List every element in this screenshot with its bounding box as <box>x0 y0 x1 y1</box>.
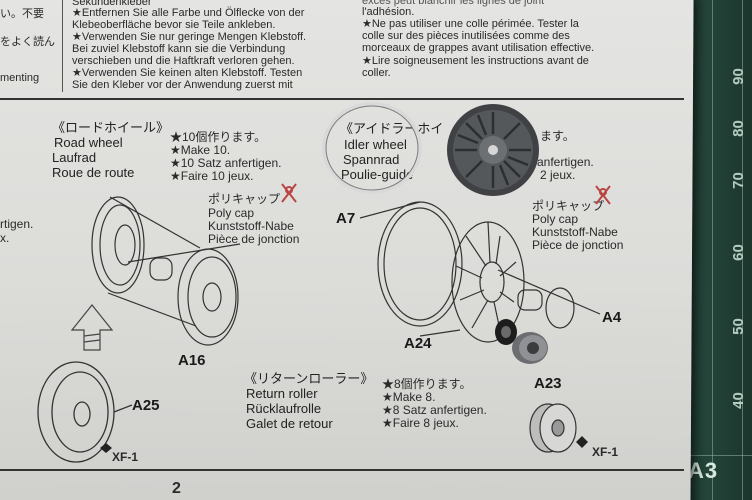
road-wheel-fr: Roue de route <box>52 165 135 180</box>
glue-note-fr: ★Lire soigneusement les instructions ava… <box>362 55 589 67</box>
return-roller-fr: Galet de retour <box>246 416 333 431</box>
return-roller-drawing <box>37 361 133 463</box>
left-fragment: い。不要 <box>0 8 44 20</box>
return-roller-make: ★8 Satz anfertigen. <box>382 403 487 417</box>
glue-note-de: Bei zuviel Klebstoff kann sie die Verbin… <box>72 43 286 55</box>
left-edge-fragment: rtigen. <box>0 217 34 231</box>
part-label-a4: A4 <box>602 309 622 326</box>
small-roller-drawing <box>529 403 577 453</box>
return-roller-make: ★Faire 8 jeux. <box>382 416 459 430</box>
column-rule <box>62 0 63 92</box>
paint-code-left: XF-1 <box>112 450 139 464</box>
idler-wheel-drawing <box>359 201 601 343</box>
idler-wheel-make: ます。 <box>540 129 575 143</box>
poly-cap-left-label: Pièce de jonction <box>208 232 300 246</box>
poly-cap-left-label: Kunststoff-Nabe <box>208 219 294 233</box>
left-fragment: menting <box>0 72 40 84</box>
glue-note-fr: morceaux de grappes avant utilisation ef… <box>362 42 595 54</box>
glue-note-fr: coller. <box>362 67 391 79</box>
road-wheel-make: ★10個作ります。 <box>170 130 267 144</box>
part-label-a7: A7 <box>336 210 356 227</box>
poly-cap-right-label: ポリキャップ <box>532 199 605 213</box>
left-edge-fragment: x. <box>0 231 10 245</box>
paint-marker-right <box>576 436 588 448</box>
idler-wheel-fr: Poulie-guide <box>341 167 414 182</box>
paint-marker-left <box>100 443 112 453</box>
idler-wheel-en: Idler wheel <box>344 137 407 152</box>
poly-cap-left-label: Poly cap <box>208 206 255 220</box>
part-label-a16: A16 <box>178 352 206 369</box>
glue-note-de: Sekundenkleber <box>72 0 152 8</box>
poly-cap-right-label: Poly cap <box>532 212 579 226</box>
return-roller-make: ★Make 8. <box>382 390 436 404</box>
glue-note-de: Sie den Kleber vor der Anwendung zuerst … <box>72 79 293 91</box>
road-wheel-make: ★Faire 10 jeux. <box>170 169 254 183</box>
road-wheel-jp: 《ロードホイール》 <box>52 120 170 135</box>
return-roller-jp: 《リターンローラー》 <box>244 371 374 386</box>
poly-cap-icon <box>281 183 297 203</box>
glue-note-de: ★Verwenden Sie nur geringe Mengen Klebst… <box>72 31 307 43</box>
glue-note-fr: colle sur des pièces inutilisées comme d… <box>362 30 570 42</box>
road-wheel-make: ★Make 10. <box>170 143 231 157</box>
glue-note-fr: l'adhésion. <box>362 6 415 18</box>
mat-grid-line <box>676 455 752 456</box>
road-wheel-make: ★10 Satz anfertigen. <box>170 156 282 170</box>
glue-note-de: ★Entfernen Sie alle Farbe und Ölflecke v… <box>72 7 305 19</box>
part-label-a25: A25 <box>132 397 160 414</box>
return-roller-de: Rücklaufrolle <box>246 401 322 416</box>
assembly-arrow <box>70 304 114 351</box>
idler-wheel-de: Spannrad <box>343 152 400 167</box>
road-wheel-de: Laufrad <box>52 150 97 165</box>
paint-code-right: XF-1 <box>592 445 619 459</box>
part-label-a23: A23 <box>534 375 562 392</box>
poly-cap-left-label: ポリキャップ <box>208 192 281 206</box>
glue-note-fr: ★Ne pas utiliser une colle périmée. Test… <box>362 18 579 30</box>
glue-note-de: Klebeoberfläche bevor sie Teile ankleben… <box>72 19 276 31</box>
road-wheel-en: Road wheel <box>54 135 123 150</box>
return-roller-make: ★8個作ります。 <box>382 377 472 391</box>
photo-idler-wheel <box>447 104 539 196</box>
road-wheel-drawing <box>91 196 241 346</box>
return-roller-en: Return roller <box>246 386 318 401</box>
idler-wheel-make: 2 jeux. <box>540 168 576 182</box>
glue-note-fr: excès peut blanchir les lignes de joint <box>362 0 545 7</box>
mat-grid-line <box>712 0 713 500</box>
glue-note-de: ★Verwenden Sie keinen alten Klebstoff. T… <box>72 67 303 79</box>
photo-bushing <box>512 332 548 364</box>
section-divider <box>0 98 684 100</box>
glue-note-de: verschieben und die Haftkraft verloren g… <box>72 55 295 67</box>
photo-poly-cap <box>495 319 517 345</box>
idler-wheel-make: anfertigen. <box>537 155 594 169</box>
poly-cap-right-label: Kunststoff-Nabe <box>532 225 618 239</box>
left-fragment: をよく読ん <box>0 36 55 48</box>
page-number: 2 <box>172 480 181 497</box>
photo-metal-ring <box>322 102 422 194</box>
mat-grid-line <box>742 0 743 500</box>
mat-corner-label: A3 <box>688 458 719 483</box>
poly-cap-right-label: Pièce de jonction <box>532 238 624 252</box>
poly-cap-icon <box>595 185 611 205</box>
bottom-divider <box>0 469 684 471</box>
part-label-a24: A24 <box>404 335 432 352</box>
